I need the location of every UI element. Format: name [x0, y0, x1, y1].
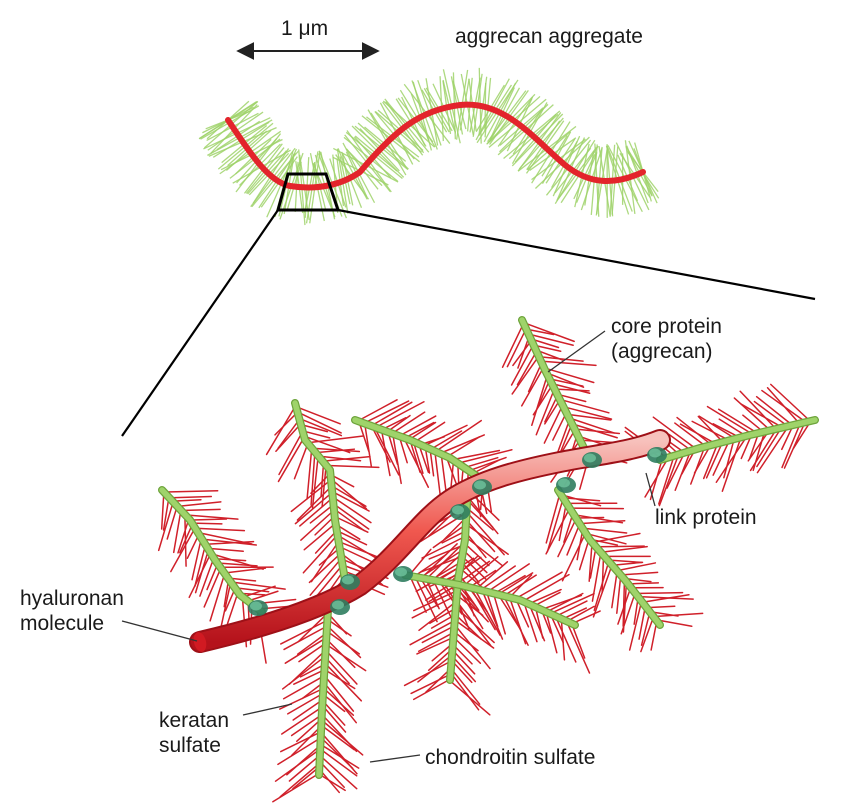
gag-chain	[293, 768, 318, 789]
gag-chain	[567, 622, 590, 673]
gag-chain	[634, 593, 683, 594]
gag-chain	[545, 401, 559, 424]
gag-chain	[276, 424, 300, 451]
gag-chain	[328, 620, 351, 636]
gag-chain	[166, 491, 218, 492]
core-protein-label: core protein	[611, 314, 722, 339]
aggregate-overview	[199, 68, 659, 225]
gag-chain	[417, 638, 453, 654]
gag-chain	[322, 726, 354, 750]
gag-chain	[425, 425, 467, 445]
gag-chain	[435, 453, 440, 498]
gag-chain	[210, 573, 225, 621]
proteoglycan-bristles	[199, 68, 659, 225]
leader-chondroitin	[370, 755, 420, 762]
scale-bar-label: 1 μm	[281, 16, 328, 41]
link-protein-highlight	[558, 479, 570, 488]
gag-chain	[204, 568, 221, 607]
gag-chain	[600, 547, 647, 553]
core-protein-sublabel: (aggrecan)	[611, 339, 713, 364]
gag-chain	[572, 625, 584, 658]
gag-chain	[467, 525, 508, 554]
hyaluronan-sublabel: molecule	[20, 611, 104, 636]
detail-view	[159, 320, 815, 802]
gag-chain	[181, 509, 220, 510]
gag-chain	[630, 603, 642, 650]
gag-chain	[436, 421, 482, 452]
hyaluronan-molecule	[192, 440, 660, 653]
gag-chain	[307, 447, 312, 499]
link-protein-highlight	[474, 481, 486, 490]
gag-chain	[529, 590, 561, 604]
link-protein-highlight	[250, 602, 262, 611]
link-protein-highlight	[395, 568, 407, 577]
gag-chain	[227, 593, 237, 624]
hyaluronan-label: hyaluronan	[20, 586, 124, 611]
chondroitin-label: chondroitin sulfate	[425, 745, 595, 770]
link-protein-highlight	[584, 454, 596, 463]
keratan-sublabel: sulfate	[159, 733, 221, 758]
link-protein-highlight	[332, 601, 344, 610]
gag-chain	[542, 361, 596, 365]
gag-chain	[594, 561, 609, 611]
link-protein-highlight	[452, 506, 464, 515]
aggregate-title: aggrecan aggregate	[455, 24, 643, 49]
gag-chain	[248, 591, 278, 601]
gag-chain	[221, 583, 231, 628]
gag-chain	[196, 528, 245, 530]
glycosaminoglycan-chains	[159, 323, 812, 802]
gag-chain	[294, 442, 308, 478]
link-protein-label: link protein	[655, 505, 757, 530]
core-proteins	[162, 320, 815, 775]
gag-chain	[577, 517, 603, 518]
keratan-label: keratan	[159, 708, 229, 733]
gag-chain	[162, 494, 164, 529]
gag-chain	[449, 680, 490, 715]
gag-chain	[224, 568, 265, 573]
link-protein-highlight	[342, 576, 354, 585]
gag-chain	[602, 557, 603, 592]
gag-chain	[556, 389, 589, 391]
gag-chain	[328, 632, 359, 654]
gag-chain	[707, 407, 752, 435]
gag-chain	[285, 638, 326, 663]
gag-chain	[584, 528, 627, 533]
gag-chain	[167, 506, 177, 539]
gag-chain	[244, 586, 276, 597]
gag-chain	[771, 384, 812, 422]
gag-chain	[576, 429, 619, 433]
leader-keratan	[243, 704, 292, 715]
link-protein-highlight	[649, 449, 661, 458]
leader-hyaluronan	[122, 621, 197, 641]
gag-chain	[613, 562, 643, 565]
gag-chain	[410, 620, 456, 645]
gag-chain	[597, 546, 644, 547]
gag-chain	[450, 668, 479, 705]
gag-chain	[280, 762, 321, 797]
gag-chain	[308, 436, 363, 443]
gag-chain	[177, 502, 221, 507]
gag-chain	[370, 402, 412, 426]
gag-chain	[405, 662, 450, 686]
gag-chain	[451, 674, 478, 710]
